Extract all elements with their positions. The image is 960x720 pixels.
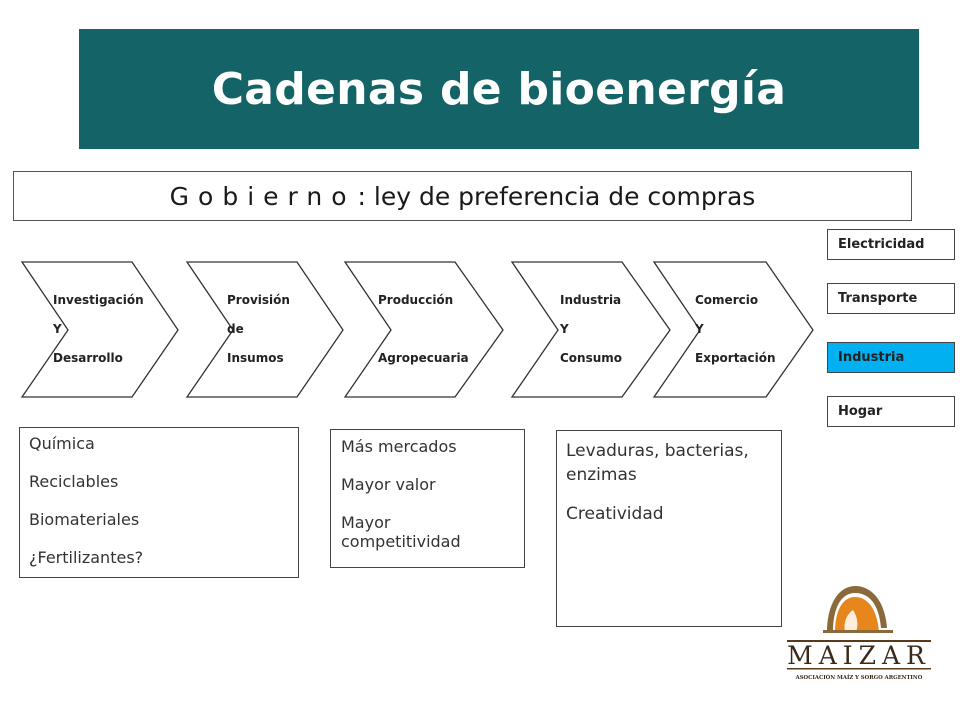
chevron-1 [20, 261, 179, 398]
applications-box: Química Reciclables Biomateriales ¿Ferti… [19, 427, 299, 578]
maizar-emblem-icon: MAIZAR ASOCIACIÓN MAÍZ Y SORGO ARGENTINO [787, 586, 931, 681]
chevron-2 [185, 261, 344, 398]
gobierno-word: Gobierno [169, 181, 356, 211]
sector-electricidad: Electricidad [827, 229, 955, 260]
sector-industria: Industria [827, 342, 955, 373]
chevron-3 [343, 261, 504, 398]
item-biomateriales: Biomateriales [29, 510, 140, 529]
item-creatividad: Creatividad [566, 504, 664, 524]
item-mas-mercados: Más mercados [341, 437, 457, 456]
gobierno-box: Gobierno : ley de preferencia de compras [13, 171, 912, 221]
chevron-5 [652, 261, 814, 398]
item-reciclables: Reciclables [29, 472, 119, 491]
item-quimica: Química [29, 434, 95, 453]
maizar-logo: MAIZAR ASOCIACIÓN MAÍZ Y SORGO ARGENTINO [783, 580, 935, 685]
sector-transporte: Transporte [827, 283, 955, 314]
item-mayor-valor: Mayor valor [341, 475, 436, 494]
item-mayor-competitividad: Mayor competitividad [341, 513, 461, 551]
benefits-box: Más mercados Mayor valor Mayor competiti… [330, 429, 525, 568]
item-levaduras: Levaduras, bacterias, enzimas [566, 441, 749, 485]
logo-wordmark: MAIZAR [787, 641, 931, 670]
logo-subtitle: ASOCIACIÓN MAÍZ Y SORGO ARGENTINO [795, 673, 923, 681]
inputs-box: Levaduras, bacterias, enzimas Creativida… [556, 430, 782, 627]
chevron-4 [510, 261, 671, 398]
gobierno-rest: : ley de preferencia de compras [357, 181, 756, 211]
title-banner: Cadenas de bioenergía [79, 29, 919, 149]
sector-hogar: Hogar [827, 396, 955, 427]
item-fertilizantes: ¿Fertilizantes? [29, 548, 144, 567]
page-title: Cadenas de bioenergía [211, 63, 787, 115]
